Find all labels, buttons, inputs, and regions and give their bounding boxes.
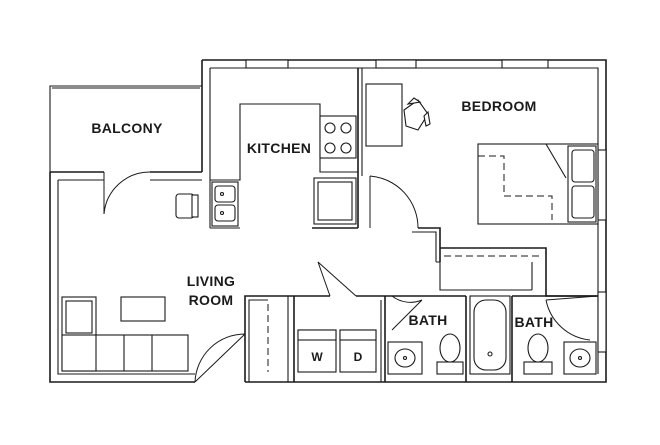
room-label-living: LIVING <box>187 273 235 289</box>
room-label-kitchen: KITCHEN <box>247 140 311 156</box>
door-swing-icon <box>391 295 423 331</box>
room-label-bedroom: BEDROOM <box>461 98 536 114</box>
room-label-bath-2: BATH <box>514 314 553 330</box>
door-swing-icon <box>545 295 599 341</box>
door-swing-icon <box>369 175 419 229</box>
sink-icon <box>387 341 423 375</box>
chair-icon <box>403 97 431 131</box>
toilet-icon <box>436 333 464 375</box>
exterior-walls <box>49 59 607 383</box>
coffee-table-icon <box>120 296 166 322</box>
window-icon <box>597 149 607 221</box>
sofa-icon <box>61 296 189 372</box>
window-icon <box>597 291 607 353</box>
door-swing-icon <box>103 171 151 215</box>
bathtub-icon <box>469 295 511 375</box>
desk-icon <box>365 83 403 147</box>
sink-icon <box>214 185 236 203</box>
window-icon <box>245 59 289 69</box>
washer-icon: W <box>297 329 337 373</box>
dryer-icon: D <box>339 329 377 373</box>
bed-icon <box>477 143 599 225</box>
room-label-room: ROOM <box>189 292 234 308</box>
kitchen-counter <box>210 103 358 227</box>
toilet-icon <box>523 333 553 375</box>
window-icon <box>375 59 417 69</box>
window-icon <box>501 59 549 69</box>
sink-icon <box>563 341 597 375</box>
interior-walls <box>210 68 598 382</box>
door-swing-icon <box>194 333 246 383</box>
door-swing-icon <box>317 261 357 297</box>
room-label-bath-1: BATH <box>408 312 447 328</box>
stove-icon <box>319 115 357 159</box>
chair-icon <box>175 193 199 219</box>
refrigerator-icon <box>313 177 357 225</box>
doors <box>103 171 599 383</box>
sink-icon <box>214 204 236 222</box>
dryer-label: D <box>354 350 363 364</box>
washer-label: W <box>311 350 323 364</box>
room-label-balcony: BALCONY <box>91 120 163 136</box>
